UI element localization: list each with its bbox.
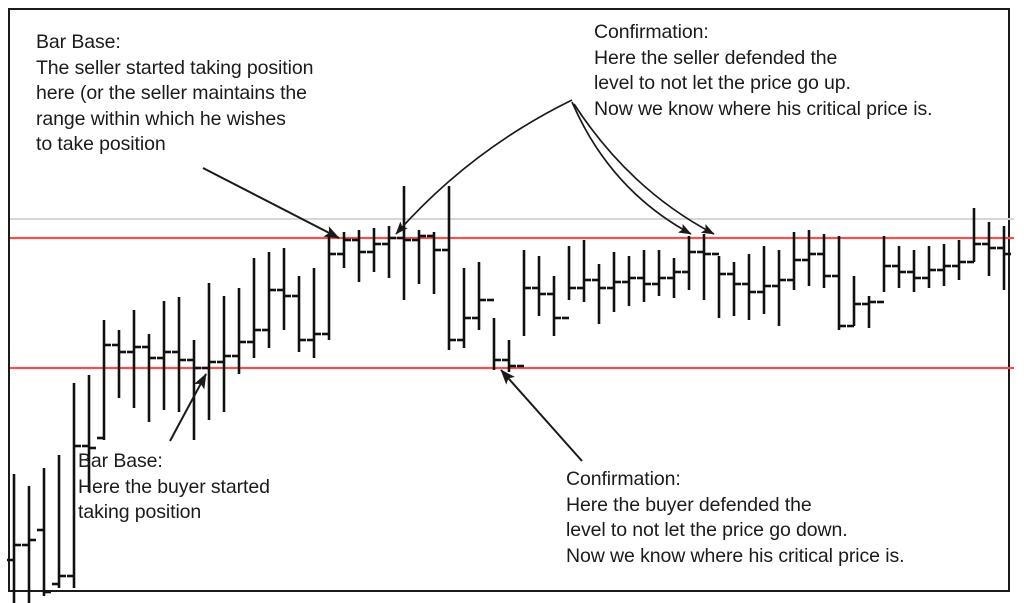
ohlc-bar [7, 474, 21, 603]
ohlc-bar [952, 240, 966, 280]
ohlc-bar [112, 330, 126, 398]
ohlc-bar [892, 246, 906, 288]
ohlc-bar [727, 262, 741, 316]
ohlc-bar [22, 486, 36, 603]
ohlc-bar [367, 228, 381, 272]
ohlc-bar [202, 283, 216, 420]
ohlc-bar [817, 234, 831, 288]
ohlc-bar [592, 264, 606, 324]
ohlc-bar [172, 297, 186, 412]
ohlc-bar [997, 226, 1011, 290]
ohlc-bar [532, 256, 546, 316]
ohlc-bar [67, 383, 81, 588]
ohlc-bar [142, 334, 156, 422]
seller-confirmation-arrow-left [395, 99, 573, 235]
ohlc-bar [262, 252, 276, 348]
ohlc-bar [877, 236, 891, 304]
ohlc-bar [412, 230, 426, 284]
ohlc-bar [52, 455, 66, 588]
annotation-line: here (or the seller maintains the [36, 82, 307, 104]
ohlc-bar [937, 244, 951, 286]
annotation-line: Bar Base: [78, 450, 163, 472]
annotation-line: Here the seller defended the [594, 46, 838, 69]
ohlc-bar [472, 262, 486, 330]
chart-frame [8, 8, 1010, 592]
ohlc-bar [232, 288, 246, 374]
ohlc-bar [292, 276, 306, 352]
ohlc-bar [37, 468, 51, 596]
seller-confirmation-arrow-mid [571, 101, 692, 235]
ohlc-bar [322, 236, 336, 340]
ohlc-bar [547, 276, 561, 336]
annotation-buyer-confirmation: Confirmation: Here the buyer defended the… [566, 467, 905, 569]
ohlc-bar [772, 250, 786, 326]
ohlc-bar [82, 375, 96, 492]
ohlc-bar [907, 250, 921, 292]
ohlc-bar [187, 340, 201, 440]
annotation-line: to take position [36, 133, 166, 155]
annotation-line: level to not let the price go up. [594, 72, 851, 94]
ohlc-bar [922, 246, 936, 288]
ohlc-bar [127, 310, 141, 408]
annotation-line: level to not let the price go down. [566, 519, 848, 541]
price-level-lines [10, 218, 1014, 370]
annotation-buyer-base: Bar Base: Here the buyer started taking po… [78, 449, 270, 526]
ohlc-bar [742, 254, 756, 320]
annotation-line: The seller started taking position [36, 56, 314, 79]
ohlc-bar [457, 268, 471, 348]
ohlc-bar [157, 301, 171, 410]
annotation-arrows [169, 99, 715, 462]
ohlc-bar [352, 230, 366, 282]
ohlc-bar [217, 296, 231, 412]
ohlc-bar [517, 250, 531, 368]
ohlc-bar [397, 186, 411, 300]
ohlc-bar [382, 226, 396, 278]
ohlc-bar [862, 296, 876, 328]
ohlc-bar [847, 276, 861, 328]
ohlc-bar [562, 246, 576, 320]
ohlc-bar [802, 230, 816, 286]
annotation-line: range within which he wishes [36, 107, 286, 130]
annotation-line: Confirmation: [566, 468, 681, 490]
seller-confirmation-arrow-right [573, 103, 715, 235]
ohlc-bar [697, 234, 711, 300]
ohlc-bar [277, 248, 291, 330]
ohlc-bar [622, 256, 636, 306]
annotation-line: Bar Base: [36, 31, 121, 53]
ohlc-bar [982, 222, 996, 276]
ohlc-bar [757, 246, 771, 314]
ohlc-bar [577, 240, 591, 302]
ohlc-bar [337, 232, 351, 268]
ohlc-bar [97, 320, 111, 440]
ohlc-bar [487, 298, 501, 370]
ohlc-bar [667, 258, 681, 298]
ohlc-bar [967, 208, 981, 264]
annotation-line: Now we know where his critical price is. [594, 97, 933, 120]
ohlc-bar [427, 232, 441, 294]
annotation-line: Here the buyer started [78, 475, 270, 498]
buyer-base-arrow [169, 373, 207, 442]
ohlc-bar [502, 340, 516, 372]
ohlc-bar [607, 252, 621, 312]
ohlc-bar [832, 236, 846, 330]
ohlc-bar [247, 258, 261, 358]
ohlc-bar [442, 186, 456, 350]
ohlc-bar [787, 232, 801, 290]
ohlc-bar [682, 236, 696, 290]
annotation-line: Confirmation: [594, 21, 709, 43]
ohlc-bar [637, 250, 651, 302]
annotation-line: Now we know where his critical price is. [566, 544, 905, 567]
seller-base-arrow [202, 167, 340, 239]
annotation-seller-base: Bar Base: The seller started taking posit… [36, 30, 313, 158]
annotation-seller-confirmation: Confirmation: Here the seller defended th… [594, 20, 933, 122]
ohlc-bar [712, 252, 726, 318]
ohlc-bar [307, 268, 321, 358]
annotation-line: Here the buyer defended the [566, 493, 812, 516]
buyer-confirmation-arrow [500, 369, 583, 462]
annotation-line: taking position [78, 501, 202, 523]
ohlc-bar [652, 250, 666, 296]
ohlc-bars [7, 186, 1011, 603]
